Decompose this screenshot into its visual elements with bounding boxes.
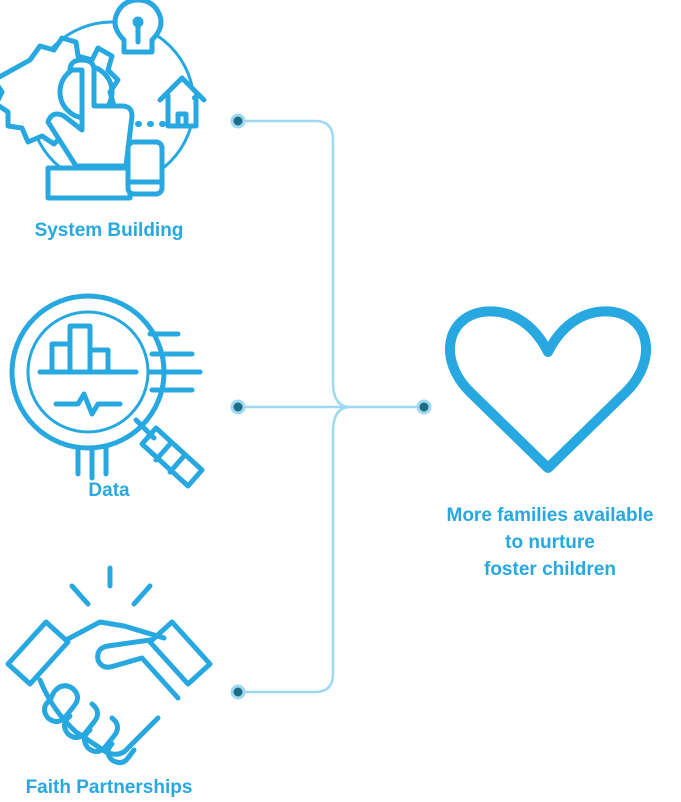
handshake-icon xyxy=(5,565,213,766)
dot-faith xyxy=(230,684,246,700)
connector-lines xyxy=(238,119,424,694)
label-outcome: More families available to nurture foste… xyxy=(420,502,680,583)
label-data: Data xyxy=(88,480,130,501)
label-faith-partnerships: Faith Partnerships xyxy=(25,777,193,798)
connector-dots xyxy=(230,113,432,700)
outcome-line-3: foster children xyxy=(484,559,616,580)
outcome-line-2: to nurture xyxy=(505,532,595,553)
dot-outcome xyxy=(416,399,432,415)
system-building-icon xyxy=(0,0,207,201)
connector-system-building xyxy=(238,119,351,409)
dot-data xyxy=(230,399,246,415)
data-magnifier-icon xyxy=(9,293,205,489)
connector-faith xyxy=(238,405,351,694)
outcome-line-1: More families available xyxy=(446,505,654,526)
dot-system-building xyxy=(230,113,246,129)
label-system-building: System Building xyxy=(34,220,184,241)
heart-icon xyxy=(444,306,652,473)
